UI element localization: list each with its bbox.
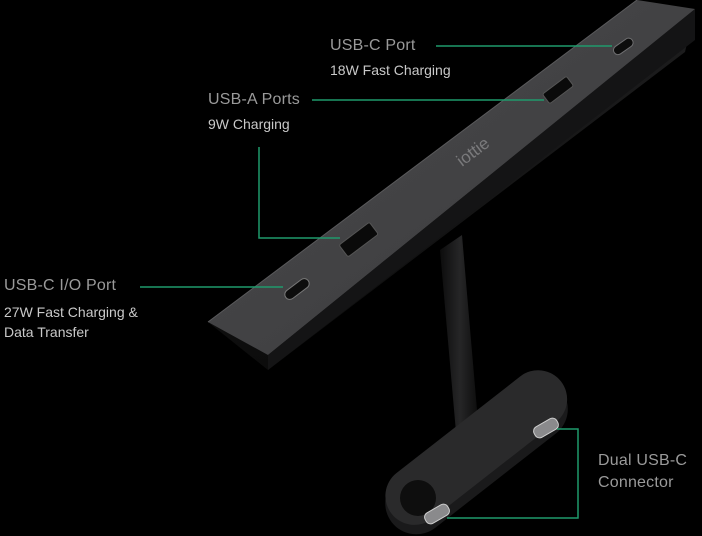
hub-bar-top	[208, 0, 695, 355]
usb-c-io-port-title: USB-C I/O Port	[4, 277, 117, 294]
usb-a-ports-desc: 9W Charging	[208, 116, 290, 132]
usb-a-port-bottom-icon	[339, 222, 379, 257]
usb-c-port-icon	[612, 37, 634, 56]
stem	[440, 235, 480, 455]
usb-a-port-top-icon	[542, 76, 574, 104]
dual-usb-c-title-line1: Dual USB-C	[598, 452, 688, 469]
hub-bar-edge	[207, 0, 638, 323]
hub-bar-front	[268, 9, 695, 370]
dual-connector-base	[385, 370, 568, 535]
leader-line-dual-usb-c	[447, 428, 579, 519]
dual-usb-c-title-line2: Connector	[598, 474, 674, 491]
hub-bar	[207, 0, 695, 370]
usb-c-connector-right-icon	[533, 417, 559, 439]
usb-c-io-port-desc-line1: 27W Fast Charging &	[4, 304, 138, 320]
usb-c-io-port-icon	[284, 278, 310, 300]
usb-c-io-port-desc-line2: Data Transfer	[4, 324, 89, 340]
leader-line-usb-a-bottom	[258, 147, 340, 239]
usb-a-ports-title: USB-A Ports	[208, 91, 301, 108]
usb-c-connector-left-icon	[424, 503, 450, 525]
leader-lines	[140, 45, 612, 519]
usb-c-port-title: USB-C Port	[330, 37, 416, 54]
usb-c-port-desc: 18W Fast Charging	[330, 62, 451, 78]
